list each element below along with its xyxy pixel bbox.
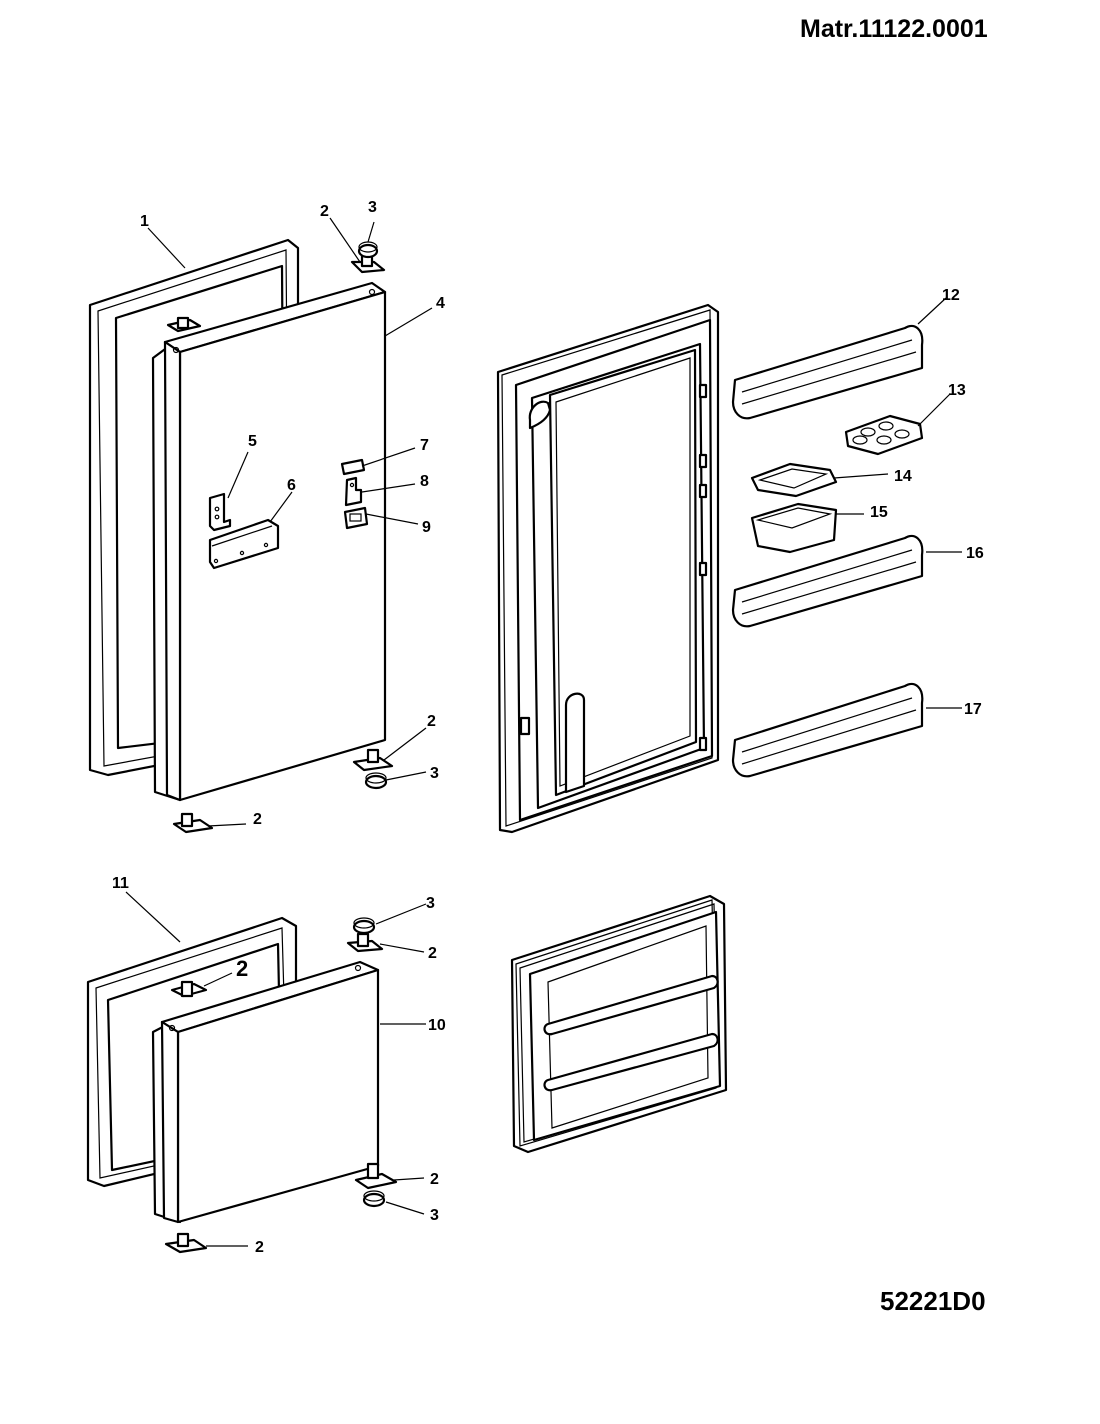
callout-12: 12 (942, 287, 960, 304)
callout-10: 10 (428, 1017, 446, 1034)
callout-3: 3 (430, 1207, 439, 1224)
drawing-code: 52221D0 (880, 1286, 986, 1316)
hinge-cap (357, 241, 379, 259)
callout-4: 4 (436, 295, 445, 312)
callout-2: 2 (253, 811, 262, 828)
callout-13: 13 (948, 382, 966, 399)
callout-3: 3 (426, 895, 435, 912)
freezer-door-liner (510, 894, 728, 1154)
callout-labels: 1 2 3 4 5 6 7 8 9 2 3 2 11 3 2 2 10 2 3 … (112, 199, 984, 1256)
upper-door-panel (151, 281, 387, 802)
callout-2: 2 (236, 956, 248, 981)
callout-9: 9 (422, 519, 431, 536)
callout-3: 3 (430, 765, 439, 782)
callout-8: 8 (420, 473, 429, 490)
fridge-door-liner (496, 303, 720, 834)
callout-16: 16 (966, 545, 984, 562)
callout-17: 17 (964, 701, 982, 718)
butter-lid (750, 462, 838, 498)
callout-5: 5 (248, 433, 257, 450)
callout-7: 7 (420, 437, 429, 454)
butter-dish (750, 502, 838, 554)
callout-14: 14 (894, 468, 912, 485)
door-handle-rail (208, 518, 280, 570)
lower-right-hinge (352, 748, 394, 772)
lower-right-cap (364, 772, 388, 790)
callout-2: 2 (255, 1239, 264, 1256)
hinge-bracket (208, 492, 232, 532)
latch (344, 476, 363, 507)
callout-2: 2 (427, 713, 436, 730)
door-shelf-top (731, 324, 924, 420)
callout-2: 2 (320, 203, 329, 220)
freezer-lower-right-cap (362, 1190, 386, 1208)
callout-6: 6 (287, 477, 296, 494)
callout-11: 11 (112, 875, 129, 892)
freezer-hinge-pin (170, 980, 208, 998)
callout-2: 2 (430, 1171, 439, 1188)
lower-left-hinge (172, 812, 214, 834)
freezer-lower-right-hinge (354, 1162, 398, 1190)
freezer-top-hinge (346, 932, 384, 953)
leader-lines (125, 217, 962, 1247)
freezer-top-cap (352, 917, 376, 935)
callout-2: 2 (428, 945, 437, 962)
freezer-door-panel (151, 960, 380, 1224)
callout-1: 1 (140, 213, 149, 230)
catch (343, 506, 369, 530)
callout-15: 15 (870, 504, 888, 521)
egg-tray (844, 414, 924, 456)
door-shelf-bottom (731, 682, 924, 778)
top-hinge (350, 254, 386, 274)
material-number: Matr.11122.0001 (800, 15, 988, 43)
clip (340, 458, 366, 476)
freezer-lower-left-hinge (164, 1232, 208, 1254)
door-shelf-middle (731, 534, 924, 628)
callout-3: 3 (368, 199, 377, 216)
hinge-pin (166, 316, 202, 333)
